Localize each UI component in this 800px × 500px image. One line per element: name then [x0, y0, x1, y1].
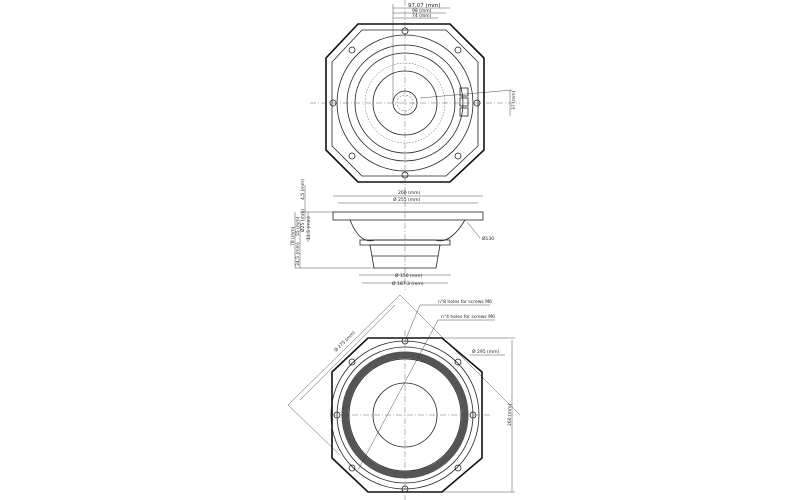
dim-label: 55 (mm) [295, 216, 301, 236]
dim-label: 34,5 (mm) [295, 242, 301, 266]
dim-label: Ø 255 (mm) [393, 196, 421, 203]
dim-label: 37 (mm) [511, 90, 517, 110]
dim-label: Ø 187,3 (mm) [392, 280, 424, 287]
dim-label: 260 (mm) [398, 190, 421, 196]
dim-label: 98 (mm) [412, 8, 432, 14]
dim-label: Ø25 (mm) [299, 209, 306, 232]
dim-label: 260 (mm) [507, 403, 513, 426]
dim-label: 74 (mm) [412, 13, 432, 19]
dim-label: Ø 295 (mm) [472, 348, 500, 355]
rear-view: 97,07 (mm) 98 (mm) 74 (mm) 37 (mm) [310, 0, 520, 190]
note-label: n°4 holes for screws M6 [441, 314, 495, 320]
note-label: n°8 holes for screws M6 [438, 299, 492, 305]
side-view: 260 (mm) Ø 255 (mm) 4,5 (mm) 78 (mm) 55 … [290, 179, 494, 290]
dim-label: 78 (mm) [290, 226, 296, 246]
dim-label: Ø 150 (mm) [395, 272, 423, 279]
dim-label: Ø130 [482, 235, 494, 242]
front-view: n°8 holes for screws M6 n°4 holes for sc… [287, 294, 521, 500]
dim-label: 97,07 (mm) [408, 3, 441, 9]
dim-label: 12,5 (mm) [306, 216, 312, 240]
dim-label: 4,5 (mm) [300, 179, 306, 200]
